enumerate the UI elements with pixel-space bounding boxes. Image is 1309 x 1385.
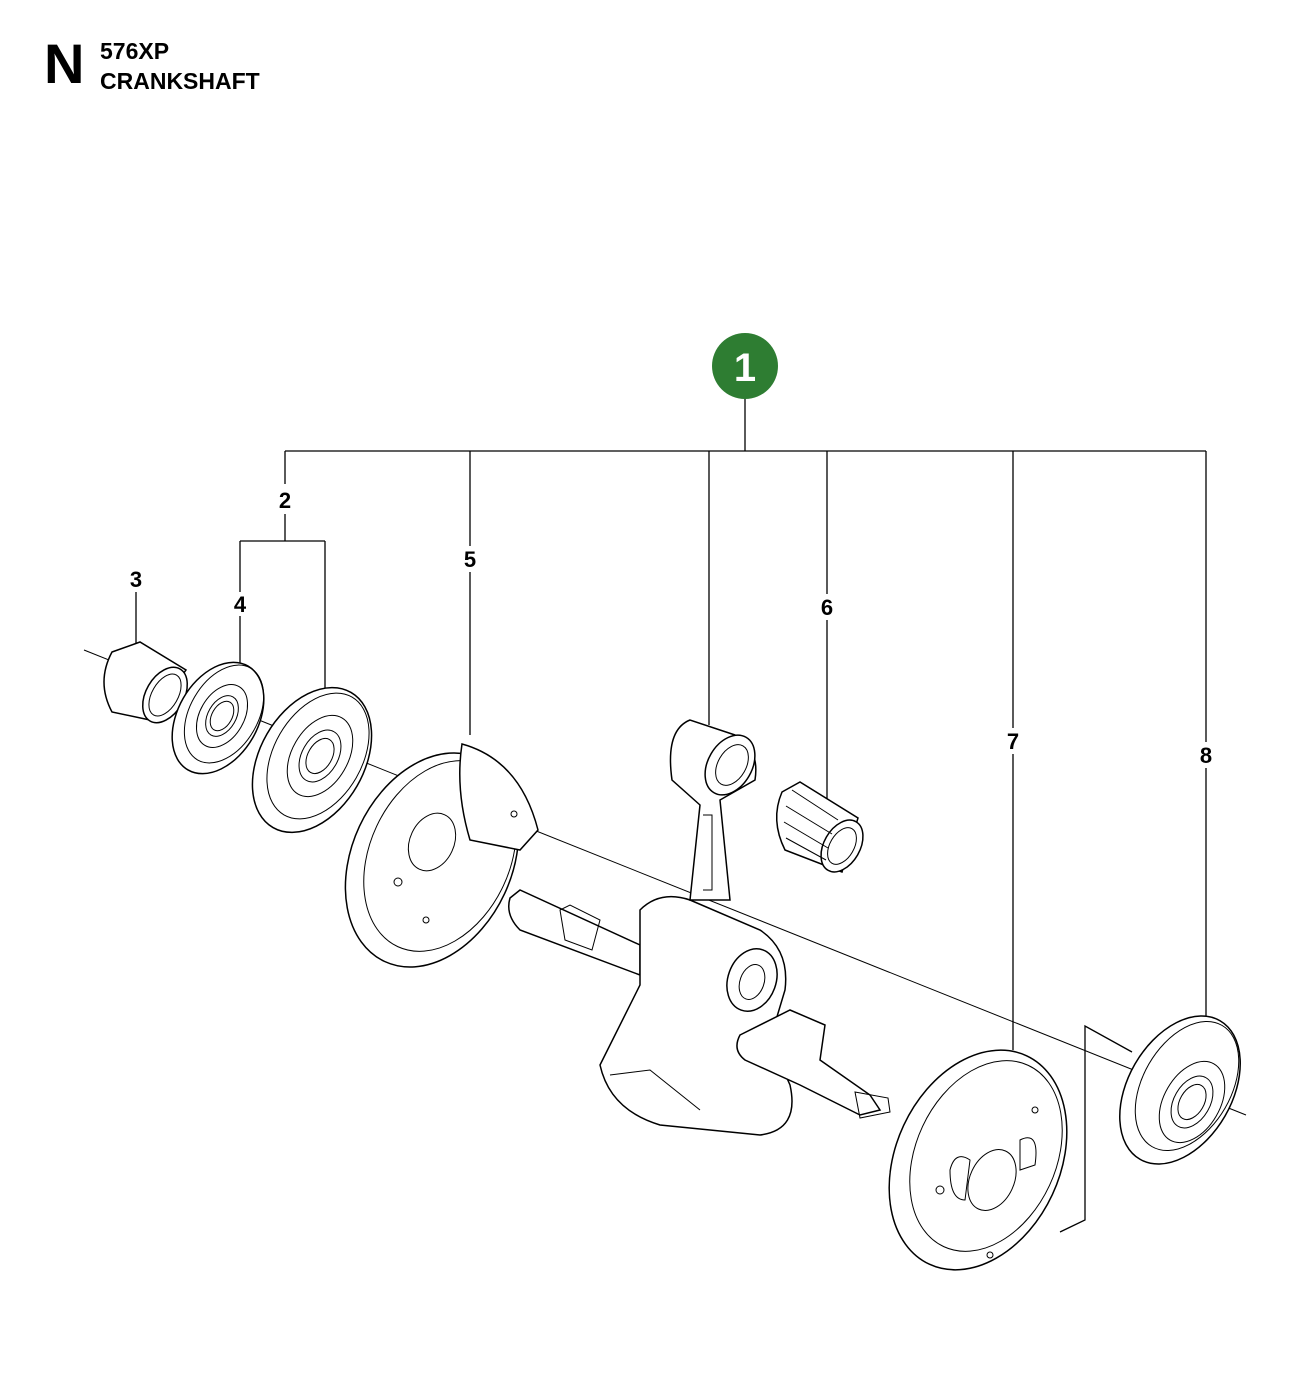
part-4-oil-seal <box>171 661 265 775</box>
part-5-crank-web-left <box>344 743 539 968</box>
part-2-ball-bearing <box>251 686 373 834</box>
part-3-sleeve <box>103 641 189 724</box>
crankshaft-assembly <box>508 719 891 1136</box>
page-title: CRANKSHAFT <box>100 68 260 94</box>
callout-labels: 2 3 4 5 6 7 8 <box>130 488 1212 768</box>
callout-6: 6 <box>821 595 833 620</box>
callout-3: 3 <box>130 567 142 592</box>
page-header: N 576XP CRANKSHAFT <box>44 34 444 104</box>
callout-5: 5 <box>464 547 476 572</box>
callout-8: 8 <box>1200 743 1212 768</box>
leader-lines <box>83 398 1247 1233</box>
section-letter: N <box>44 32 85 95</box>
callout-2: 2 <box>279 488 291 513</box>
callout-7: 7 <box>1007 729 1019 754</box>
part-7-crank-web-right <box>888 1049 1068 1271</box>
part-6-needle-bearing <box>776 781 864 873</box>
model-name: 576XP <box>100 38 170 64</box>
badge-number: 1 <box>734 346 756 390</box>
callout-4: 4 <box>234 592 247 617</box>
part-8-ball-bearing <box>1119 1015 1241 1165</box>
assembly-badge: 1 <box>712 333 778 399</box>
